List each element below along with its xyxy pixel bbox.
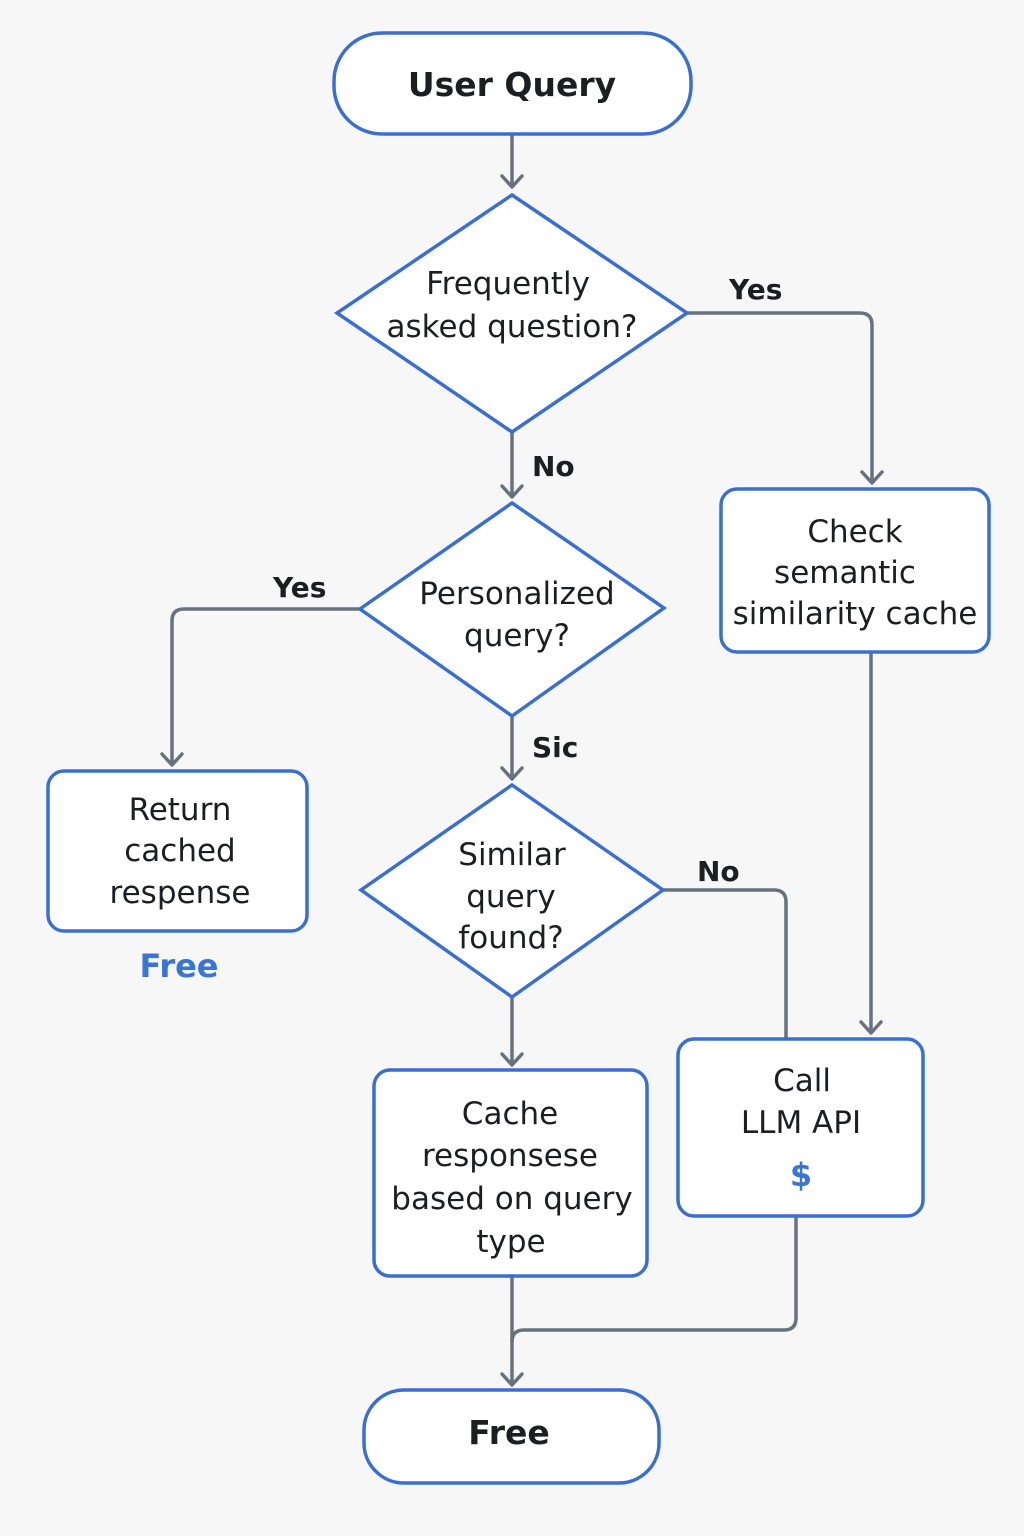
- arrowhead: [500, 484, 524, 499]
- node-label: respense: [110, 875, 251, 911]
- arrowhead: [500, 1052, 524, 1067]
- node-call-llm: Call LLM API $: [676, 1037, 925, 1218]
- node-label: asked question?: [387, 309, 638, 345]
- node-label: LLM API: [741, 1105, 861, 1141]
- node-label: based on query: [391, 1181, 632, 1217]
- node-label: Cache: [462, 1096, 558, 1132]
- node-label: query?: [464, 618, 570, 654]
- node-return-cached: Return cached respense: [46, 769, 309, 933]
- edge-personalized-yes: [170, 607, 362, 766]
- edge-faq-yes: [685, 311, 874, 484]
- node-label: Frequently: [426, 266, 590, 302]
- connectors: [160, 134, 884, 1387]
- node-label: Check: [807, 514, 902, 550]
- edge-label-faq-yes: Yes: [728, 273, 782, 306]
- edge-label-similar-no: No: [697, 855, 740, 888]
- arrowhead: [160, 752, 184, 767]
- node-cache-responses: Cache responsese based on query type: [372, 1068, 649, 1278]
- node-label: responsese: [422, 1138, 598, 1174]
- node-label: found?: [458, 920, 563, 956]
- decision-faq: Frequently asked question?: [333, 192, 691, 435]
- node-label: query: [466, 879, 556, 915]
- arrowhead: [500, 766, 524, 781]
- node-label: Similar: [458, 837, 566, 873]
- node-label: Personalized: [419, 576, 614, 612]
- edge-label-personalized-yes: Yes: [272, 571, 326, 604]
- cost-label-dollar: $: [790, 1156, 812, 1194]
- edge-label-personalized-down: Sic: [532, 731, 578, 764]
- node-label: Free: [468, 1413, 549, 1452]
- arrowhead: [860, 470, 884, 485]
- edge-label-faq-no: No: [532, 450, 575, 483]
- arrowhead: [500, 174, 524, 189]
- node-label: semantic: [774, 555, 916, 591]
- cost-label-free: Free: [140, 947, 219, 985]
- node-user-query: User Query: [332, 31, 693, 136]
- node-label: similarity cache: [733, 596, 978, 632]
- arrowhead: [500, 1372, 524, 1387]
- node-label: cached: [124, 833, 235, 869]
- node-label: Return: [129, 792, 232, 828]
- edge-labels: Yes No Yes Sic No: [272, 273, 782, 888]
- node-label: type: [476, 1224, 545, 1260]
- node-label: Call: [773, 1063, 831, 1099]
- node-label: User Query: [408, 65, 616, 104]
- arrowhead: [859, 1020, 883, 1035]
- node-semantic-cache: Check semantic similarity cache: [719, 487, 991, 654]
- decision-personalized: Personalized query?: [356, 500, 668, 719]
- node-end-free: Free: [362, 1388, 661, 1485]
- edge-similar-no: [661, 888, 788, 1040]
- decision-similar: Similar query found?: [357, 782, 667, 1000]
